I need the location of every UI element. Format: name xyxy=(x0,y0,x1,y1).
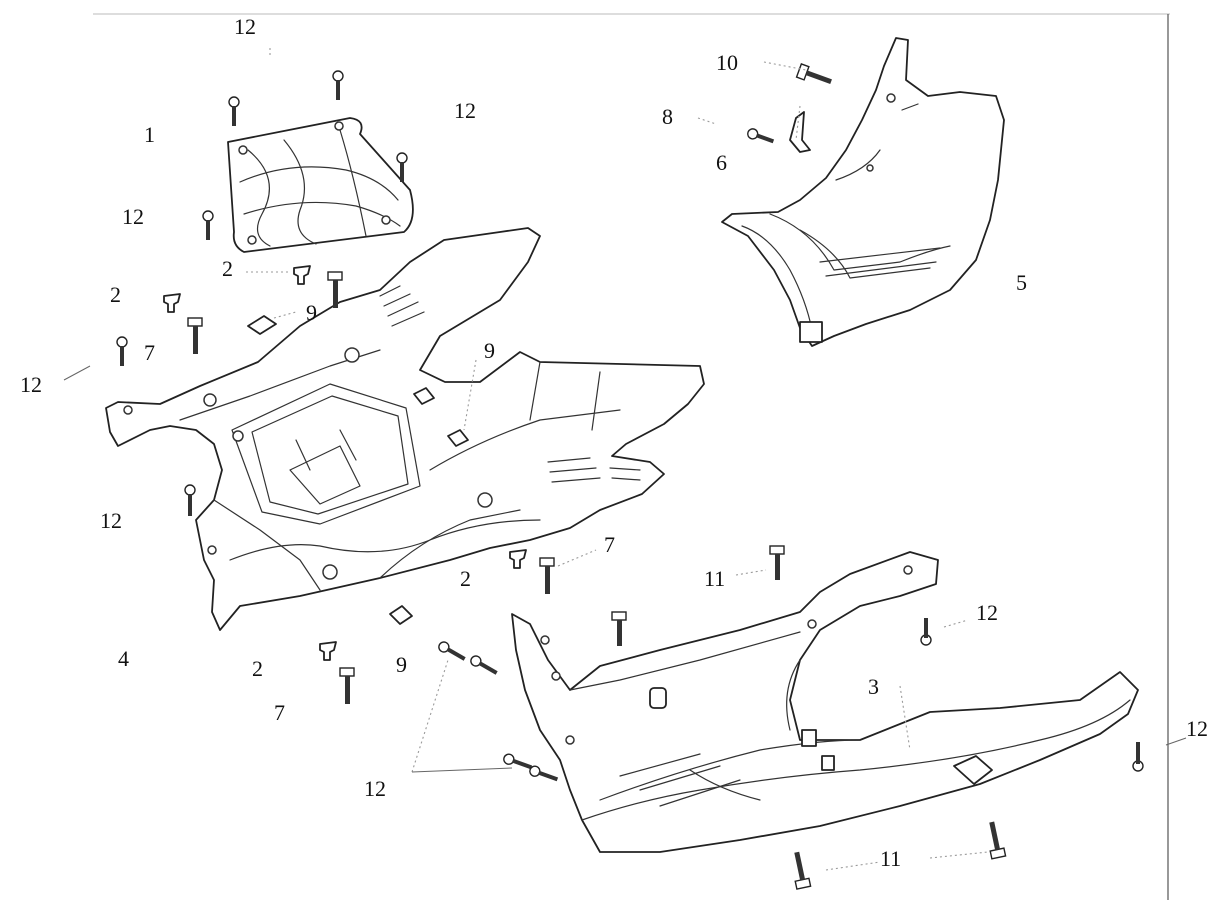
clip-2-top xyxy=(293,265,311,285)
label-9-a: 9 xyxy=(306,300,317,325)
bolt-9-a xyxy=(327,271,343,308)
part-1-cover-plate xyxy=(227,117,414,253)
fastener-screws xyxy=(116,63,1144,890)
part-3-under-cover xyxy=(511,551,1139,853)
label-12-far-right: 12 xyxy=(1186,716,1208,741)
screw-angled-1 xyxy=(438,641,466,661)
leader-lines xyxy=(63,48,1187,871)
screw-angled-3 xyxy=(503,753,533,770)
label-6: 6 xyxy=(716,150,727,175)
label-7-b: 7 xyxy=(604,532,615,557)
screw-top-4 xyxy=(202,210,214,240)
label-2-d: 2 xyxy=(252,656,263,681)
label-9-b: 9 xyxy=(484,338,495,363)
clips-and-nuts xyxy=(163,111,811,661)
part-5-leg-shield xyxy=(721,37,1005,347)
screw-far-right xyxy=(1132,742,1144,772)
screw-angled-4 xyxy=(529,765,559,782)
nut-9-c xyxy=(447,429,469,447)
label-1: 1 xyxy=(144,122,155,147)
label-7-c: 7 xyxy=(274,700,285,725)
screw-top-3 xyxy=(396,152,408,182)
callout-labels: 12 1 12 12 2 2 9 7 12 9 12 7 2 4 2 9 7 1… xyxy=(20,14,1208,871)
label-3: 3 xyxy=(868,674,879,699)
label-5: 5 xyxy=(1016,270,1027,295)
label-11-b: 11 xyxy=(880,846,901,871)
bolt-11-a xyxy=(769,545,785,580)
label-4: 4 xyxy=(118,646,129,671)
label-12-bottom: 12 xyxy=(364,776,386,801)
screw-angled-2 xyxy=(470,655,498,675)
nut-9-b xyxy=(413,387,435,405)
bolt-under-a xyxy=(611,611,627,646)
bolt-11-b-2 xyxy=(989,821,1007,860)
label-7-a: 7 xyxy=(144,340,155,365)
screw-left-7 xyxy=(116,336,128,366)
bolt-7-c xyxy=(339,667,355,704)
bolt-left-a xyxy=(187,317,203,354)
label-12-upper-left: 12 xyxy=(122,204,144,229)
nut-9-a xyxy=(247,315,277,335)
label-11-a: 11 xyxy=(704,566,725,591)
label-12-upper-mid: 12 xyxy=(454,98,476,123)
clip-2-mid xyxy=(509,549,527,569)
label-12-mid-left: 12 xyxy=(100,508,122,533)
label-2-a: 2 xyxy=(222,256,233,281)
screw-top-2 xyxy=(228,96,240,126)
bolt-10 xyxy=(795,63,832,85)
screw-left-12 xyxy=(184,484,196,516)
screw-top-1 xyxy=(332,70,344,100)
label-10: 10 xyxy=(716,50,738,75)
screw-right-12 xyxy=(920,618,932,646)
clip-2-left xyxy=(163,293,181,313)
label-12-top: 12 xyxy=(234,14,256,39)
nut-9-d xyxy=(389,605,413,625)
label-12-right: 12 xyxy=(976,600,998,625)
bolt-11-b-1 xyxy=(794,851,812,890)
label-8: 8 xyxy=(662,104,673,129)
spring-clip-8 xyxy=(789,111,811,153)
part-4-floor-panel xyxy=(105,227,705,631)
bolt-7-b xyxy=(539,557,555,594)
clip-2-low xyxy=(319,641,337,661)
label-2-b: 2 xyxy=(110,282,121,307)
label-2-c: 2 xyxy=(460,566,471,591)
screw-6 xyxy=(747,128,775,144)
label-12-left: 12 xyxy=(20,372,42,397)
label-9-c: 9 xyxy=(396,652,407,677)
